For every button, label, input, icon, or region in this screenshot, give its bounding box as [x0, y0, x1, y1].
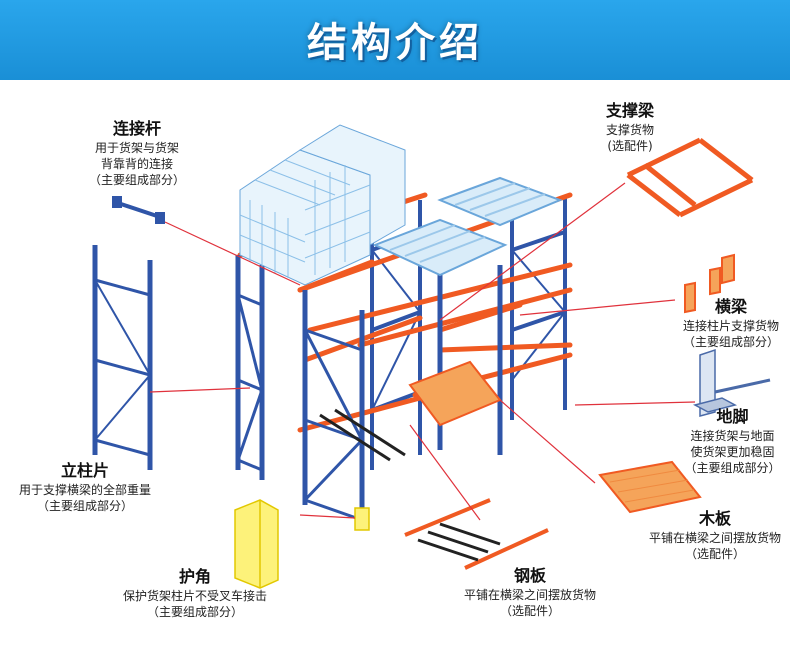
header-banner: 结构介绍	[0, 0, 790, 80]
label-tie-bar: 连接杆 用于货架与货架 背靠背的连接 （主要组成部分）	[62, 118, 212, 188]
support-beam-desc1: 支撑货物	[605, 122, 654, 137]
support-beam-note: (选配件)	[607, 138, 653, 153]
tie-bar	[112, 196, 165, 224]
steel-board-desc1: 平铺在横梁之间摆放货物	[463, 587, 596, 602]
beam-note: （主要组成部分）	[682, 334, 779, 349]
base-plate-note: （主要组成部分）	[684, 460, 781, 475]
tie-bar-name: 连接杆	[112, 119, 161, 138]
base-plate-name: 地脚	[716, 407, 749, 426]
support-beam-part	[626, 137, 754, 218]
wood-board-note: （选配件）	[684, 546, 745, 561]
label-support-beam: 支撑梁 支撑货物 (选配件)	[580, 100, 680, 154]
tie-bar-note: （主要组成部分）	[88, 172, 185, 187]
main-rack	[235, 124, 573, 525]
column-guard-note: （主要组成部分）	[146, 604, 243, 619]
label-wood-board: 木板 平铺在横梁之间摆放货物 （选配件）	[640, 508, 790, 562]
label-base-plate: 地脚 连接货架与地面 使货架更加稳固 （主要组成部分）	[675, 406, 790, 476]
column-guard-desc1: 保护货架柱片不受叉车接击	[122, 588, 267, 603]
upright-frame-note: （主要组成部分）	[36, 498, 133, 513]
wood-board-part	[598, 460, 702, 514]
steel-board-note: （选配件）	[499, 603, 560, 618]
column-guard-name: 护角	[178, 567, 211, 586]
leader-lines	[149, 182, 696, 521]
page-title: 结构介绍	[307, 20, 483, 66]
beam-part	[684, 253, 735, 314]
base-plate-desc1: 连接货架与地面	[690, 428, 775, 443]
label-steel-board: 钢板 平铺在横梁之间摆放货物 （选配件）	[455, 565, 605, 619]
steel-board-name: 钢板	[513, 566, 546, 585]
beam-desc1: 连接柱片支撑货物	[682, 318, 779, 333]
beam-name: 横梁	[714, 297, 747, 316]
rack-diagram	[92, 124, 771, 589]
upright-frame-desc1: 用于支撑横梁的全部重量	[18, 482, 151, 497]
wood-board-desc1: 平铺在横梁之间摆放货物	[648, 530, 781, 545]
tie-bar-desc2: 背靠背的连接	[100, 156, 173, 171]
column-guard-part	[234, 499, 370, 589]
upright-frame-part	[92, 245, 153, 470]
upright-frame-name: 立柱片	[60, 461, 109, 480]
steel-board-part	[404, 498, 549, 570]
tie-bar-desc1: 用于货架与货架	[94, 140, 179, 155]
label-column-guard: 护角 保护货架柱片不受叉车接击 （主要组成部分）	[100, 566, 290, 620]
base-plate-part	[692, 348, 771, 417]
wood-board-name: 木板	[698, 509, 731, 528]
base-plate-desc2: 使货架更加稳固	[690, 444, 775, 459]
support-beam-name: 支撑梁	[605, 101, 654, 120]
label-upright-frame: 立柱片 用于支撑横梁的全部重量 （主要组成部分）	[0, 460, 170, 514]
label-beam: 横梁 连接柱片支撑货物 （主要组成部分）	[672, 296, 790, 350]
